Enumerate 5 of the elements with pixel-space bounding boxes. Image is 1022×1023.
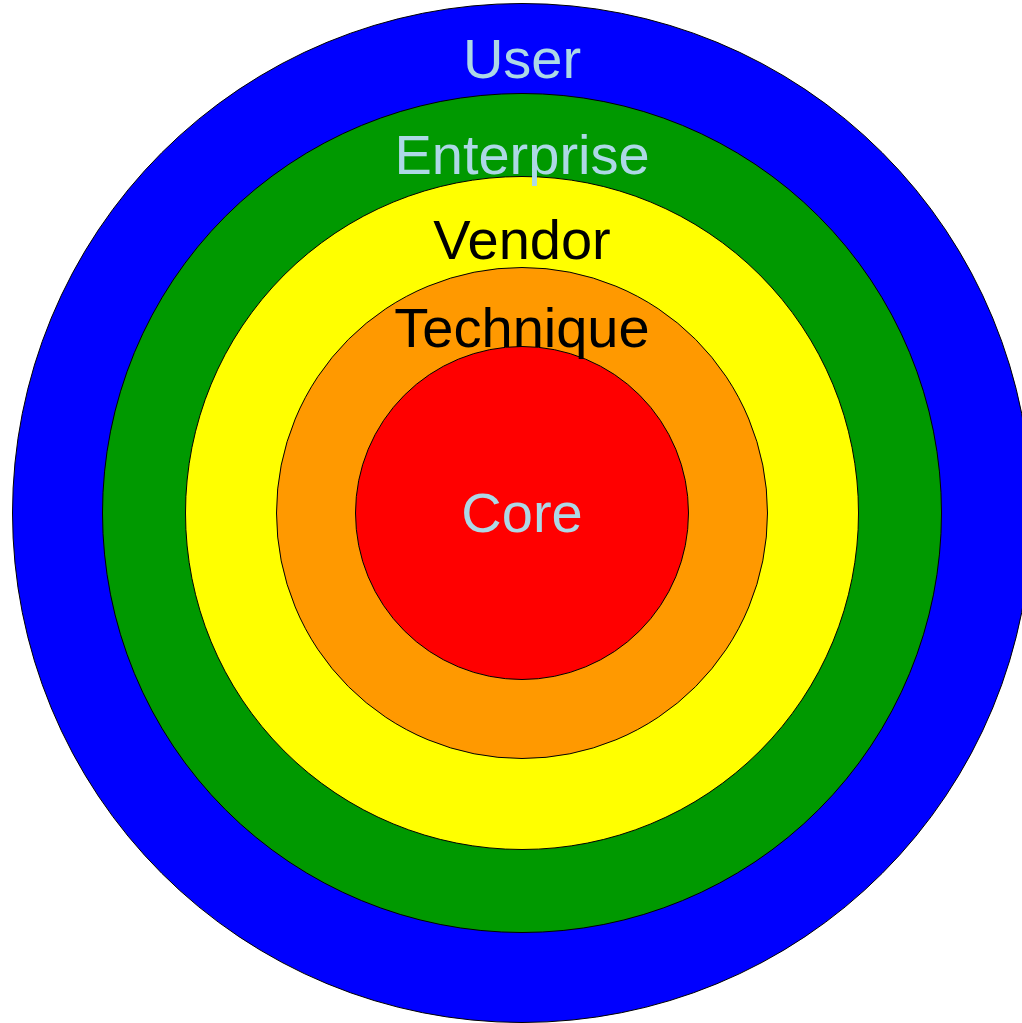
layer-label: Vendor bbox=[433, 207, 611, 273]
layer-label: User bbox=[462, 26, 582, 92]
layer-label: Enterprise bbox=[394, 122, 650, 188]
layer-label: Core bbox=[461, 480, 583, 546]
layer-label: Technique bbox=[394, 295, 650, 361]
